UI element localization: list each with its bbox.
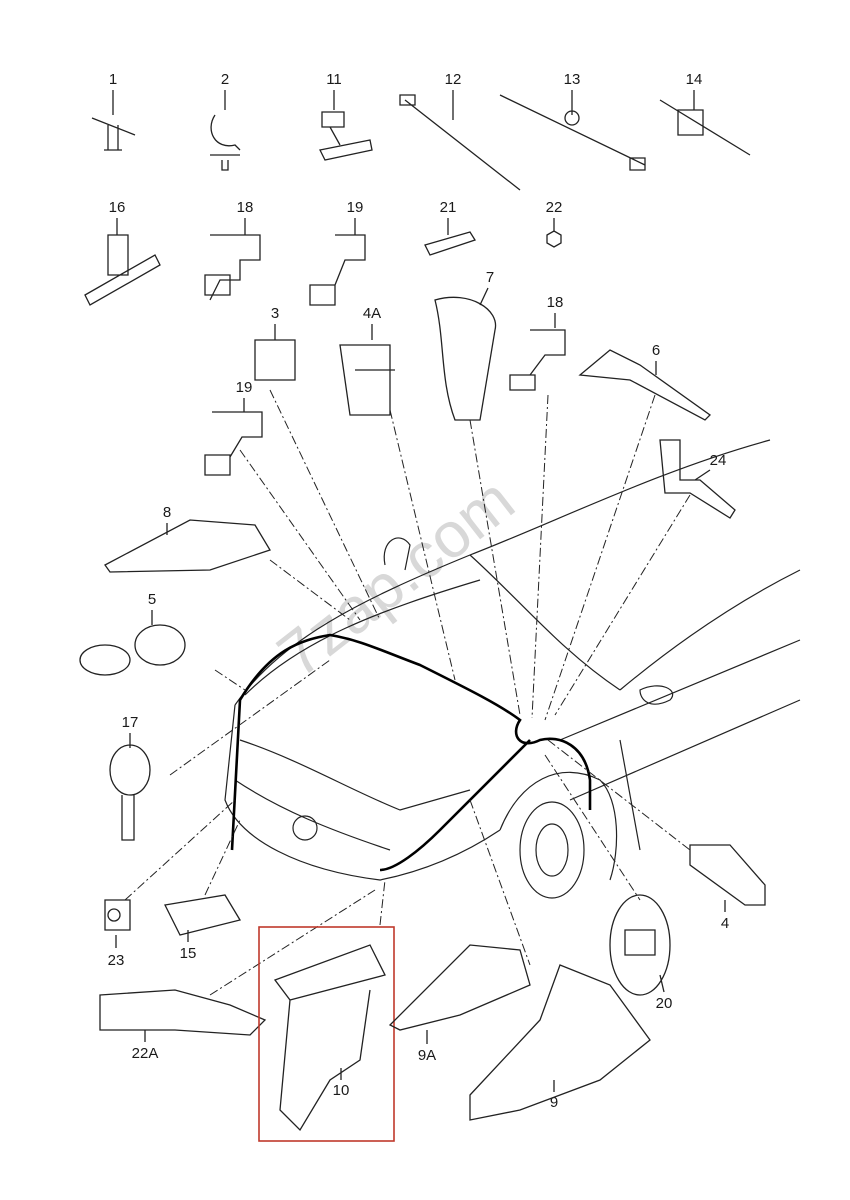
badge bbox=[292, 815, 318, 841]
svg-text:6: 6 bbox=[652, 342, 660, 359]
svg-text:19: 19 bbox=[236, 379, 253, 396]
svg-text:8: 8 bbox=[163, 504, 171, 521]
svg-text:16: 16 bbox=[109, 199, 126, 216]
part-23[interactable]: 23 bbox=[104, 899, 131, 969]
part-22[interactable]: 22 bbox=[546, 199, 563, 248]
part-16[interactable]: 16 bbox=[84, 199, 161, 306]
svg-text:21: 21 bbox=[440, 199, 457, 216]
svg-text:22: 22 bbox=[546, 199, 563, 216]
part-3[interactable]: 3 bbox=[254, 305, 296, 381]
part-17[interactable]: 17 bbox=[109, 714, 151, 841]
svg-text:11: 11 bbox=[326, 71, 342, 88]
svg-text:10: 10 bbox=[333, 1082, 350, 1099]
part-22A[interactable]: 22A bbox=[99, 989, 267, 1062]
front-wheel bbox=[519, 801, 585, 899]
svg-text:18: 18 bbox=[237, 199, 254, 216]
svg-text:24: 24 bbox=[710, 452, 727, 469]
leader-lines bbox=[124, 389, 691, 996]
svg-text:4A: 4A bbox=[363, 305, 381, 322]
svg-text:23: 23 bbox=[108, 952, 125, 969]
svg-text:5: 5 bbox=[148, 591, 156, 608]
part-18b[interactable]: 18 bbox=[509, 294, 566, 391]
part-18a[interactable]: 18 bbox=[204, 199, 261, 301]
part-14[interactable]: 14 bbox=[659, 71, 751, 156]
svg-text:1: 1 bbox=[109, 71, 117, 88]
wiring-harness bbox=[230, 633, 592, 872]
svg-text:15: 15 bbox=[180, 945, 197, 962]
part-10[interactable]: 10 bbox=[258, 926, 395, 1142]
svg-text:9: 9 bbox=[550, 1094, 558, 1111]
part-12[interactable]: 12 bbox=[399, 71, 521, 191]
svg-text:18: 18 bbox=[547, 294, 564, 311]
part-8[interactable]: 8 bbox=[104, 504, 271, 573]
svg-text:14: 14 bbox=[686, 71, 703, 88]
side-mirror bbox=[639, 685, 674, 705]
svg-text:2: 2 bbox=[221, 71, 229, 88]
part-11[interactable]: 11 bbox=[319, 71, 373, 161]
svg-text:4: 4 bbox=[721, 915, 729, 932]
highlight-box bbox=[258, 926, 395, 1142]
part-19b[interactable]: 19 bbox=[204, 379, 263, 476]
part-9[interactable]: 9 bbox=[469, 964, 651, 1121]
svg-text:20: 20 bbox=[656, 995, 673, 1012]
part-6[interactable]: 6 bbox=[578, 342, 712, 421]
part-15[interactable]: 15 bbox=[164, 894, 242, 962]
part-1[interactable]: 1 bbox=[91, 71, 136, 151]
svg-text:9A: 9A bbox=[418, 1047, 436, 1064]
svg-text:19: 19 bbox=[347, 199, 364, 216]
part-4A[interactable]: 4A bbox=[339, 305, 395, 416]
svg-text:12: 12 bbox=[445, 71, 462, 88]
part-7[interactable]: 7 bbox=[434, 269, 497, 421]
part-24[interactable]: 24 bbox=[659, 439, 736, 519]
svg-text:22A: 22A bbox=[132, 1045, 159, 1062]
svg-text:13: 13 bbox=[564, 71, 581, 88]
svg-text:7: 7 bbox=[486, 269, 494, 286]
part-9A[interactable]: 9A bbox=[388, 944, 531, 1064]
svg-text:17: 17 bbox=[122, 714, 139, 731]
part-21[interactable]: 21 bbox=[424, 199, 476, 256]
part-5[interactable]: 5 bbox=[79, 591, 186, 676]
svg-text:3: 3 bbox=[271, 305, 279, 322]
part-4[interactable]: 4 bbox=[689, 844, 766, 932]
part-13[interactable]: 13 bbox=[499, 71, 646, 171]
part-19a[interactable]: 19 bbox=[309, 199, 366, 306]
part-20[interactable]: 20 bbox=[609, 894, 673, 1012]
part-2[interactable]: 2 bbox=[210, 71, 241, 171]
